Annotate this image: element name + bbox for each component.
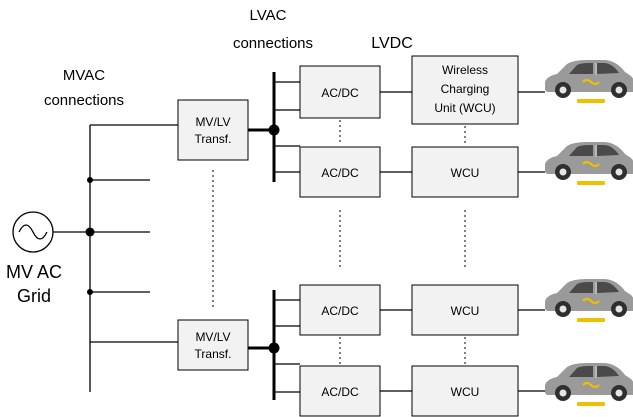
wcu-1: Wireless Charging Unit (WCU) (411, 55, 519, 125)
vehicle-icon-3 (543, 277, 633, 324)
wcu-3-label: WCU (451, 304, 480, 318)
acdc-converter-1: AC/DC (299, 65, 381, 119)
acdc-converter-2: AC/DC (299, 146, 381, 198)
wcu-1-line3: Unit (WCU) (434, 101, 495, 115)
wcu-1-line2: Charging (441, 82, 490, 96)
vehicle-icon-4 (543, 361, 633, 408)
wcu-2-label: WCU (451, 166, 480, 180)
wcu-1-line1: Wireless (442, 63, 488, 77)
lvac-label-line2: connections (233, 35, 313, 52)
acdc-1-label: AC/DC (321, 86, 359, 100)
wcu-4-label: WCU (451, 385, 480, 399)
transformer-2-line2: Transf. (195, 347, 232, 361)
grid-label-line2: Grid (17, 286, 51, 306)
transformer-2-line1: MV/LV (195, 330, 230, 344)
wcu-3: WCU (411, 284, 519, 336)
mvac-label-line1: MVAC (63, 67, 105, 84)
lvdc-label: LVDC (371, 35, 413, 52)
acdc-converter-4: AC/DC (299, 365, 381, 417)
mvac-label-line2: connections (44, 92, 124, 109)
transformer-box-2: MV/LV Transf. (177, 319, 249, 371)
vehicle-icon-2 (543, 140, 633, 187)
transformer-1-line2: Transf. (195, 132, 232, 146)
transformer-1-line1: MV/LV (195, 115, 230, 129)
vehicle-icon-1 (543, 58, 633, 105)
acdc-converter-3: AC/DC (299, 284, 381, 336)
transformer-box-1: MV/LV Transf. (177, 99, 249, 161)
wcu-2: WCU (411, 146, 519, 198)
wcu-4: WCU (411, 365, 519, 417)
acdc-3-label: AC/DC (321, 304, 359, 318)
ac-source-icon (12, 211, 54, 253)
acdc-4-label: AC/DC (321, 385, 359, 399)
grid-label-line1: MV AC (6, 262, 62, 282)
lvac-label-line1: LVAC (250, 7, 287, 24)
acdc-2-label: AC/DC (321, 166, 359, 180)
